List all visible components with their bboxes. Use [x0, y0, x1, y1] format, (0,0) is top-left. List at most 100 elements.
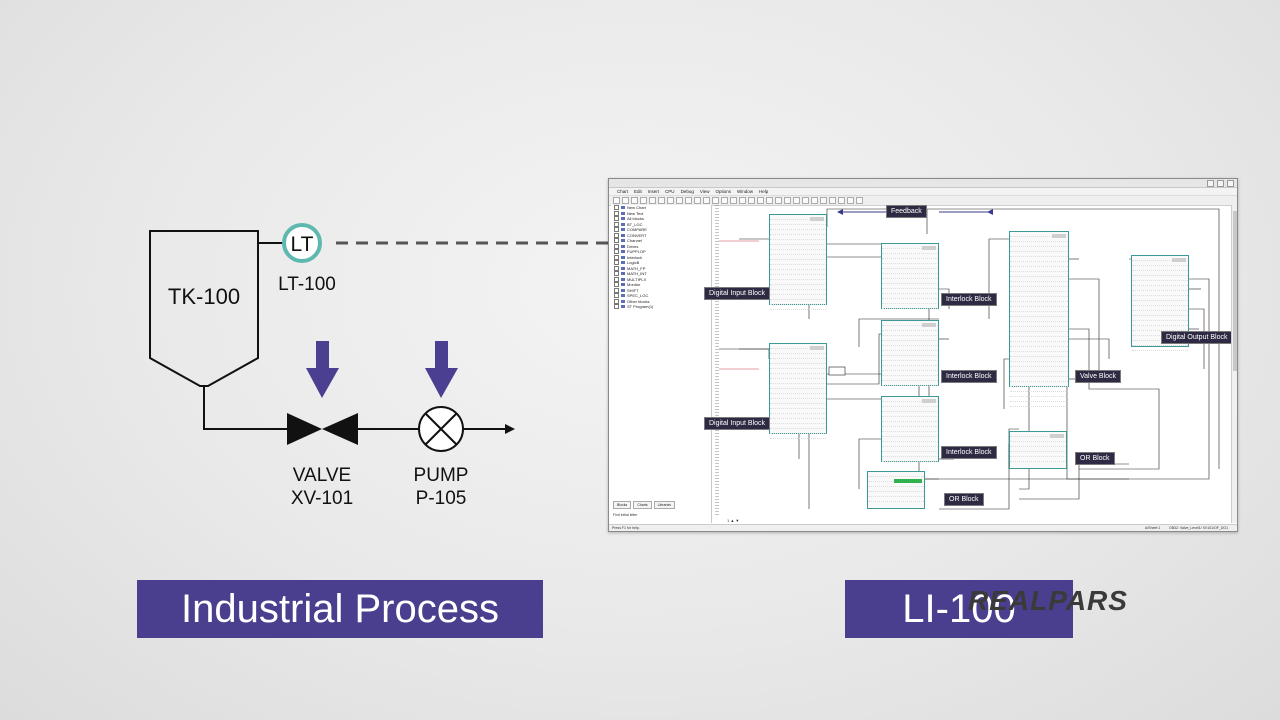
expand-icon[interactable]	[614, 210, 619, 216]
function-block-valve[interactable]	[1009, 231, 1069, 407]
tree-item[interactable]: MULTIPLX	[611, 277, 711, 283]
menu-options[interactable]: Options	[715, 189, 732, 194]
toolbar-button[interactable]	[622, 197, 629, 204]
toolbar-button[interactable]	[820, 197, 827, 204]
toolbar-button[interactable]	[613, 197, 620, 204]
tree-item[interactable]: SPEC_LGC	[611, 293, 711, 299]
toolbar-button[interactable]	[775, 197, 782, 204]
expand-icon[interactable]	[614, 249, 619, 255]
tree-item[interactable]: MATH_FP	[611, 266, 711, 272]
tree-item[interactable]: Drives	[611, 244, 711, 250]
tree-item[interactable]: New Text	[611, 211, 711, 217]
toolbar-button[interactable]	[811, 197, 818, 204]
toolbar-button[interactable]	[703, 197, 710, 204]
tree-item[interactable]: Channel	[611, 238, 711, 244]
tab-blocks[interactable]: Blocks	[613, 501, 632, 509]
function-block-interlock-2[interactable]	[881, 320, 939, 386]
tab-libraries[interactable]: Libraries	[653, 501, 676, 509]
expand-icon[interactable]	[614, 293, 619, 299]
toolbar-button[interactable]	[712, 197, 719, 204]
expand-icon[interactable]	[614, 232, 619, 238]
toolbar-button[interactable]	[847, 197, 854, 204]
toolbar-button[interactable]	[649, 197, 656, 204]
function-block-di-1[interactable]	[769, 214, 827, 310]
expand-icon[interactable]	[614, 298, 619, 304]
toolbar-button[interactable]	[784, 197, 791, 204]
block-pin	[882, 422, 938, 427]
menu-debug[interactable]: Debug	[680, 189, 694, 194]
tree-item[interactable]: Other blocks	[611, 299, 711, 305]
block-pin	[770, 290, 826, 295]
toolbar-button[interactable]	[694, 197, 701, 204]
toolbar-button[interactable]	[766, 197, 773, 204]
vertical-scrollbar[interactable]	[1231, 205, 1237, 523]
function-block-interlock-3[interactable]	[881, 396, 939, 462]
toolbar-button[interactable]	[748, 197, 755, 204]
toolbar-button[interactable]	[739, 197, 746, 204]
tree-item[interactable]: COMPARE	[611, 227, 711, 233]
toolbar-button[interactable]	[829, 197, 836, 204]
menu-window[interactable]: Window	[737, 189, 754, 194]
expand-icon[interactable]	[614, 227, 619, 233]
expand-icon[interactable]	[614, 282, 619, 288]
expand-icon[interactable]	[614, 265, 619, 271]
folder-icon	[621, 250, 625, 254]
toolbar-button[interactable]	[640, 197, 647, 204]
tree-item[interactable]: Interlock	[611, 255, 711, 261]
toolbar-button[interactable]	[838, 197, 845, 204]
tree-item[interactable]: LogicB	[611, 260, 711, 266]
folder-icon	[621, 305, 625, 309]
menu-chart[interactable]: Chart	[617, 189, 629, 194]
expand-icon[interactable]	[614, 216, 619, 222]
toolbar-button[interactable]	[721, 197, 728, 204]
toolbar-button[interactable]	[667, 197, 674, 204]
tree-item[interactable]: Monitor	[611, 282, 711, 288]
tree-item[interactable]: SHIFT	[611, 288, 711, 294]
toolbar-button[interactable]	[676, 197, 683, 204]
toolbar-button[interactable]	[631, 197, 638, 204]
menu-cpu[interactable]: CPU	[665, 189, 675, 194]
tree-item[interactable]: All blocks	[611, 216, 711, 222]
maximize-icon[interactable]	[1217, 180, 1224, 187]
expand-icon[interactable]	[614, 287, 619, 293]
menu-view[interactable]: View	[699, 189, 710, 194]
toolbar-button[interactable]	[757, 197, 764, 204]
expand-icon[interactable]	[614, 304, 619, 310]
minimize-icon[interactable]	[1207, 180, 1214, 187]
function-block-interlock-1[interactable]	[881, 243, 939, 309]
sheet-pager[interactable]: 1 ▲ ▼	[727, 518, 740, 523]
tree-item[interactable]: FUPPLOP	[611, 249, 711, 255]
toolbar-button[interactable]	[856, 197, 863, 204]
tree-item[interactable]: New Chart	[611, 205, 711, 211]
tab-charts[interactable]: Charts	[633, 501, 652, 509]
menu-insert[interactable]: Insert	[647, 189, 660, 194]
tree-item-label: All blocks	[627, 216, 644, 221]
tree-item[interactable]: MATH_INT	[611, 271, 711, 277]
close-icon[interactable]	[1227, 180, 1234, 187]
toolbar-button[interactable]	[685, 197, 692, 204]
toolbar-button[interactable]	[802, 197, 809, 204]
function-block-or-2[interactable]	[867, 471, 925, 509]
expand-icon[interactable]	[614, 243, 619, 249]
toolbar-button[interactable]	[658, 197, 665, 204]
tree-item[interactable]: CONVERT	[611, 233, 711, 239]
menu-help[interactable]: Help	[759, 189, 769, 194]
toolbar-button[interactable]	[793, 197, 800, 204]
expand-icon[interactable]	[614, 238, 619, 244]
menu-edit[interactable]: Edit	[634, 189, 642, 194]
find-initial-letter[interactable]: Find initial letter	[613, 513, 638, 517]
expand-icon[interactable]	[614, 260, 619, 266]
expand-icon[interactable]	[614, 221, 619, 227]
valve-arrow-icon	[306, 341, 339, 398]
function-block-or-1[interactable]	[1009, 431, 1067, 469]
expand-icon[interactable]	[614, 205, 619, 211]
expand-icon[interactable]	[614, 271, 619, 277]
expand-icon[interactable]	[614, 276, 619, 282]
tree-item[interactable]: BT_LGC	[611, 222, 711, 228]
tree-item[interactable]: ST Program(1)	[611, 304, 711, 310]
function-block-di-2[interactable]	[769, 343, 827, 439]
toolbar-button[interactable]	[730, 197, 737, 204]
pump-tag: P-105	[416, 488, 467, 509]
expand-icon[interactable]	[614, 254, 619, 260]
